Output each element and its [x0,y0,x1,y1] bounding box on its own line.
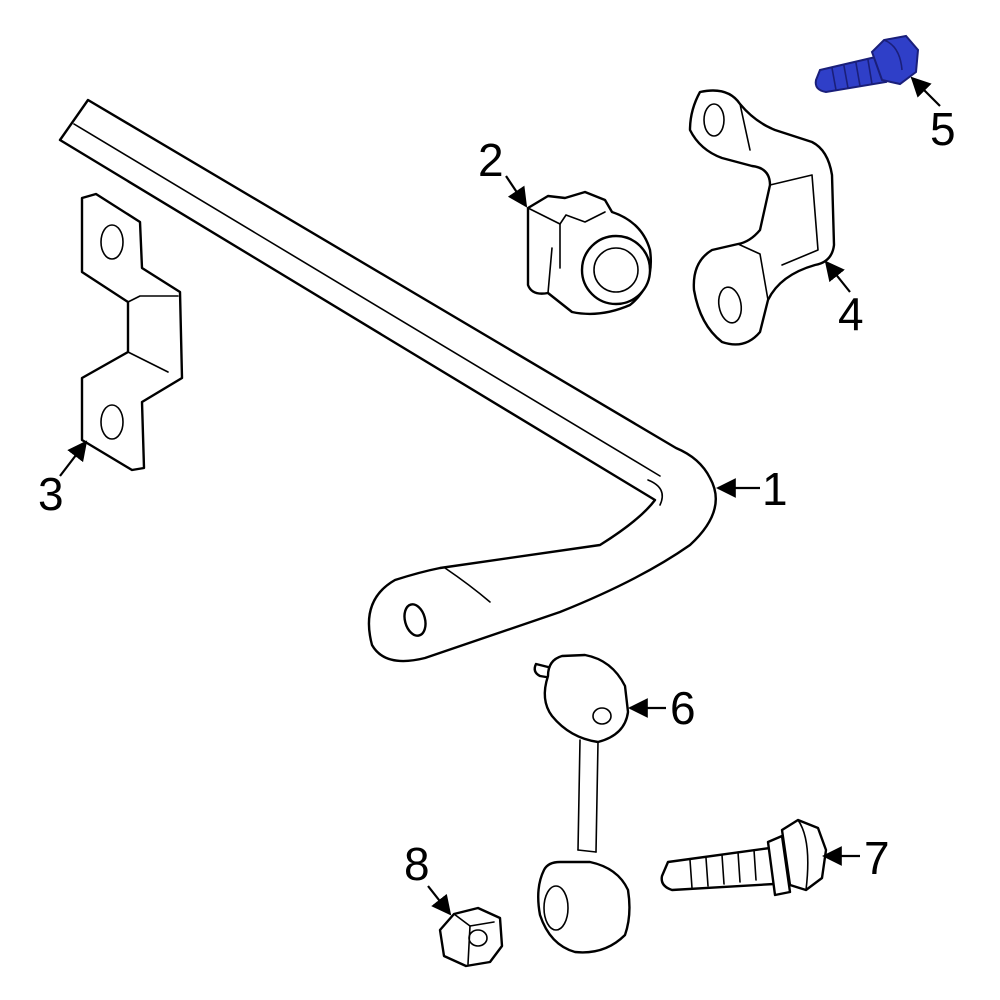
bushing[interactable] [526,190,652,316]
callout-4[interactable]: 4 [838,288,864,340]
leader-8 [427,885,452,916]
stabilizer-bar[interactable] [58,98,717,663]
link-bolt[interactable] [660,818,828,897]
leader-4 [824,260,851,293]
bushing-clamp[interactable] [688,89,836,346]
leader-3 [59,440,88,477]
callout-6[interactable]: 6 [670,682,696,734]
callout-5[interactable]: 5 [930,103,956,155]
clamp-bolt[interactable] [814,34,920,94]
leader-2 [505,175,528,208]
stabilizer-link[interactable] [533,653,631,954]
callout-8[interactable]: 8 [404,838,430,890]
leader-5 [910,76,941,107]
link-nut[interactable] [438,906,504,968]
callout-3[interactable]: 3 [38,468,64,520]
callout-1[interactable]: 1 [762,463,788,515]
callout-2[interactable]: 2 [478,134,504,186]
callout-7[interactable]: 7 [864,832,890,884]
bracket[interactable] [80,192,184,472]
